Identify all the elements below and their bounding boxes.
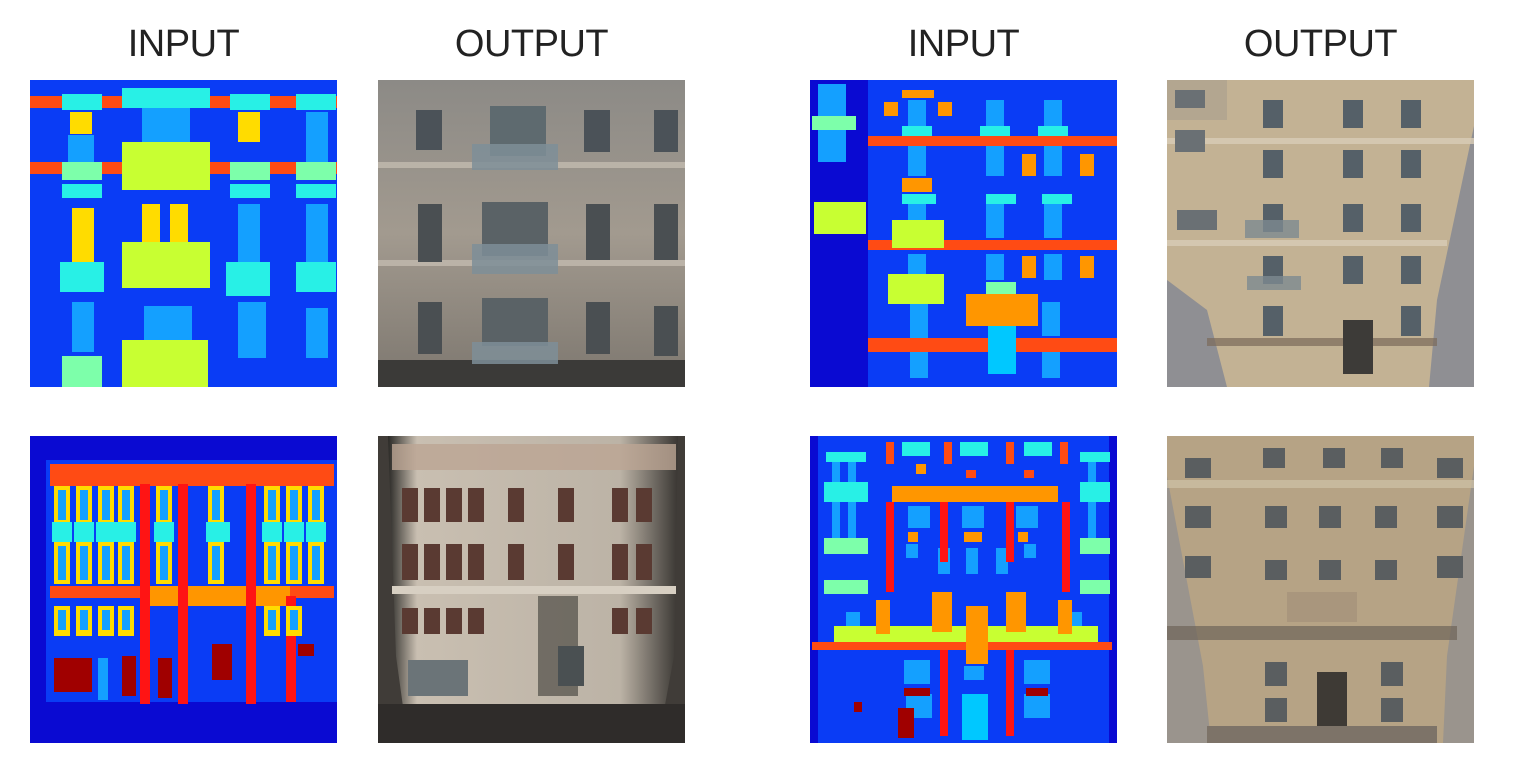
generated-facade-output-row1-left [378, 80, 685, 387]
output-header-left: OUTPUT [454, 23, 609, 65]
label-map-input-row2-left [30, 436, 337, 743]
label-map-input-row2-right [810, 436, 1117, 743]
label-map-input-row1-right [810, 80, 1117, 387]
output-header-right: OUTPUT [1243, 23, 1398, 65]
input-header-right: INPUT [907, 23, 1020, 65]
generated-facade-output-row1-right [1167, 80, 1474, 387]
label-map-input-row1-left [30, 80, 337, 387]
generated-facade-output-row2-left [378, 436, 685, 743]
generated-facade-output-row2-right [1167, 436, 1474, 743]
input-header-left: INPUT [127, 23, 240, 65]
